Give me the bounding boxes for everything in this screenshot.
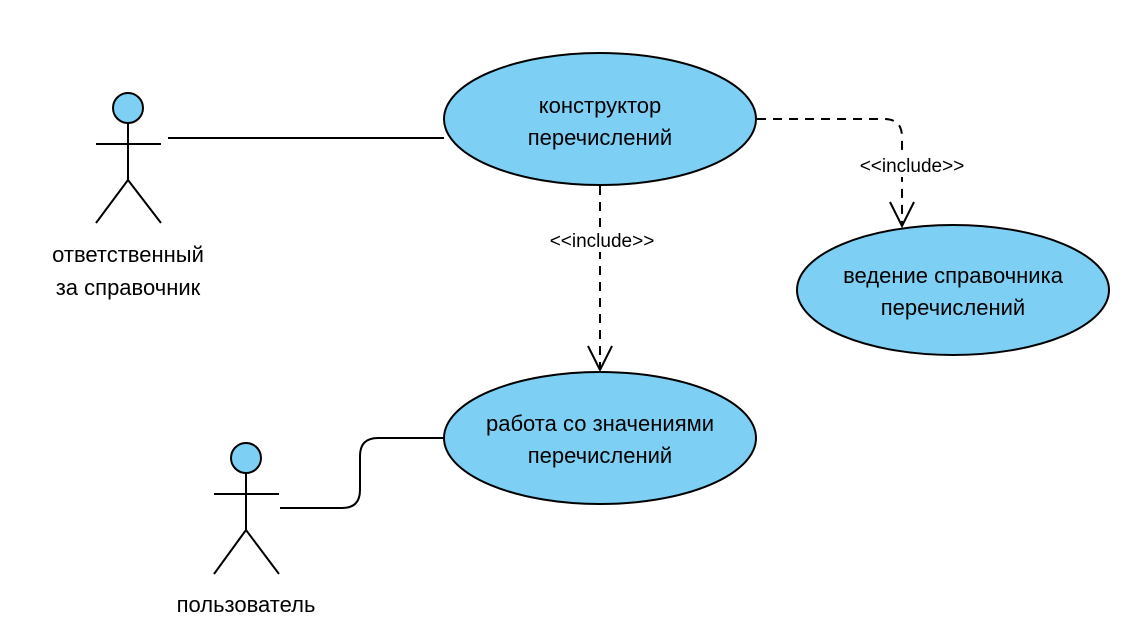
actor-responsible-leg-left (95, 179, 129, 224)
include-arrowhead-catalog (889, 201, 915, 229)
use-case-constructor[interactable]: конструктор перечислений (443, 52, 757, 186)
include-label-catalog-text: <<include>> (860, 156, 965, 177)
include-label-values-text: <<include>> (550, 231, 655, 252)
association-user-values (280, 437, 444, 509)
actor-user-head (230, 442, 262, 474)
actor-responsible-leg-right (127, 179, 162, 224)
actor-user[interactable]: пользователь (177, 442, 316, 617)
use-case-catalog[interactable]: ведение справочника перечислений (796, 224, 1110, 356)
use-case-constructor-line1: конструктор (539, 93, 662, 118)
actor-responsible-head (112, 92, 144, 124)
include-label-catalog: <<include>> (846, 153, 976, 177)
use-case-catalog-line2: перечислений (881, 295, 1025, 320)
actor-responsible-label-line2: за справочник (56, 275, 201, 300)
actor-user-leg-right (245, 529, 280, 575)
include-label-values: <<include>> (536, 228, 666, 252)
actor-user-leg-left (213, 529, 247, 575)
use-case-values-line1: работа со значениями (486, 411, 714, 436)
use-case-constructor-line2: перечислений (528, 125, 672, 150)
include-arrowhead-values (587, 345, 613, 373)
use-case-catalog-line1: ведение справочника (843, 263, 1064, 288)
use-case-values[interactable]: работа со значениями перечислений (443, 371, 757, 505)
use-case-values-line2: перечислений (528, 443, 672, 468)
actor-user-label: пользователь (177, 592, 316, 617)
actor-responsible[interactable]: ответственный за справочник (52, 92, 204, 300)
actor-responsible-label-line1: ответственный (52, 242, 204, 267)
